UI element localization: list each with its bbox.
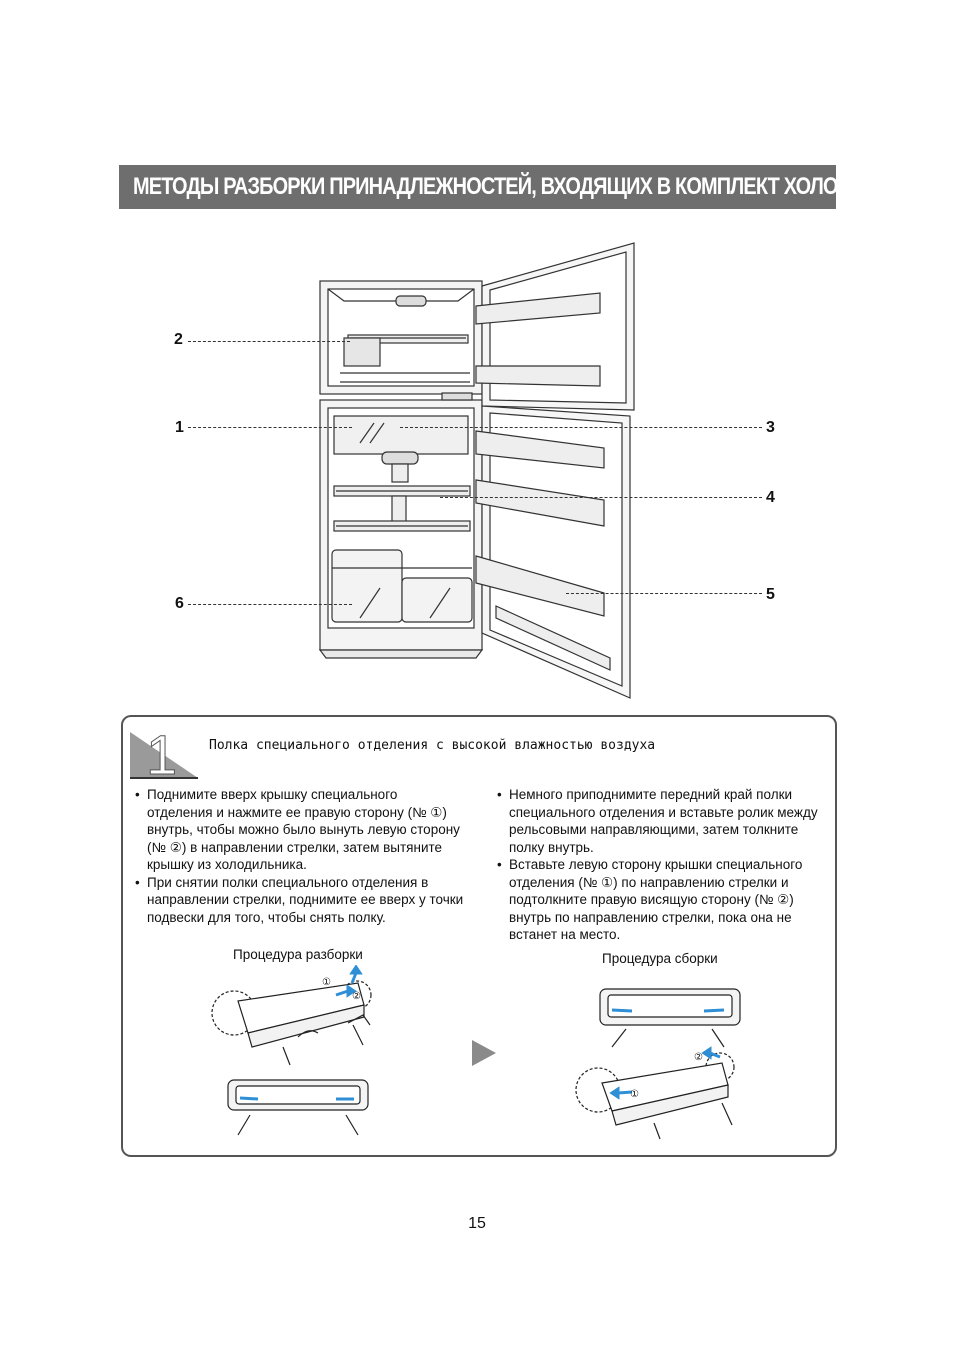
callout-6-leader (188, 604, 352, 605)
next-arrow-icon (472, 1040, 496, 1066)
step-title: Полка специального отделения с высокой в… (209, 738, 656, 753)
page-title: МЕТОДЫ РАЗБОРКИ ПРИНАДЛЕЖНОСТЕЙ, ВХОДЯЩИ… (119, 165, 944, 209)
left-bullet: При снятии полки специального отделения … (135, 874, 465, 927)
disassembly-illustration: ① ② (211, 965, 372, 1136)
step-number: 1 (146, 726, 177, 780)
callout-4-leader (440, 497, 762, 498)
page-number: 15 (468, 1215, 486, 1232)
callout-1: 1 (175, 419, 184, 436)
right-instructions: Немного приподнимите передний край полки… (497, 786, 827, 944)
mark-1-assembly: ① (630, 1089, 639, 1100)
callout-6: 6 (175, 595, 184, 612)
callout-3: 3 (766, 419, 775, 436)
left-bullet: Поднимите вверх крышку специального отде… (135, 786, 465, 874)
mark-1: ① (322, 977, 331, 988)
refrigerator-illustration (318, 242, 635, 699)
left-instructions: Поднимите вверх крышку специального отде… (135, 786, 465, 926)
caption-disassembly: Процедура разборки (233, 947, 363, 962)
callout-3-leader (400, 427, 762, 428)
instruction-panel (121, 715, 837, 1157)
callout-5-leader (566, 593, 762, 594)
assembly-illustration: ② ① (575, 988, 741, 1140)
callout-1-leader (188, 427, 352, 428)
right-bullet: Вставьте левую сторону крышки специально… (497, 856, 827, 944)
right-bullet: Немного приподнимите передний край полки… (497, 786, 827, 856)
mark-2-assembly: ② (694, 1052, 703, 1063)
callout-4: 4 (766, 489, 775, 506)
callout-2: 2 (174, 331, 183, 348)
step-number-badge: 1 (130, 726, 198, 780)
mark-2: ② (352, 991, 361, 1002)
caption-assembly: Процедура сборки (602, 951, 718, 966)
callout-5: 5 (766, 586, 775, 603)
callout-2-leader (188, 341, 350, 342)
